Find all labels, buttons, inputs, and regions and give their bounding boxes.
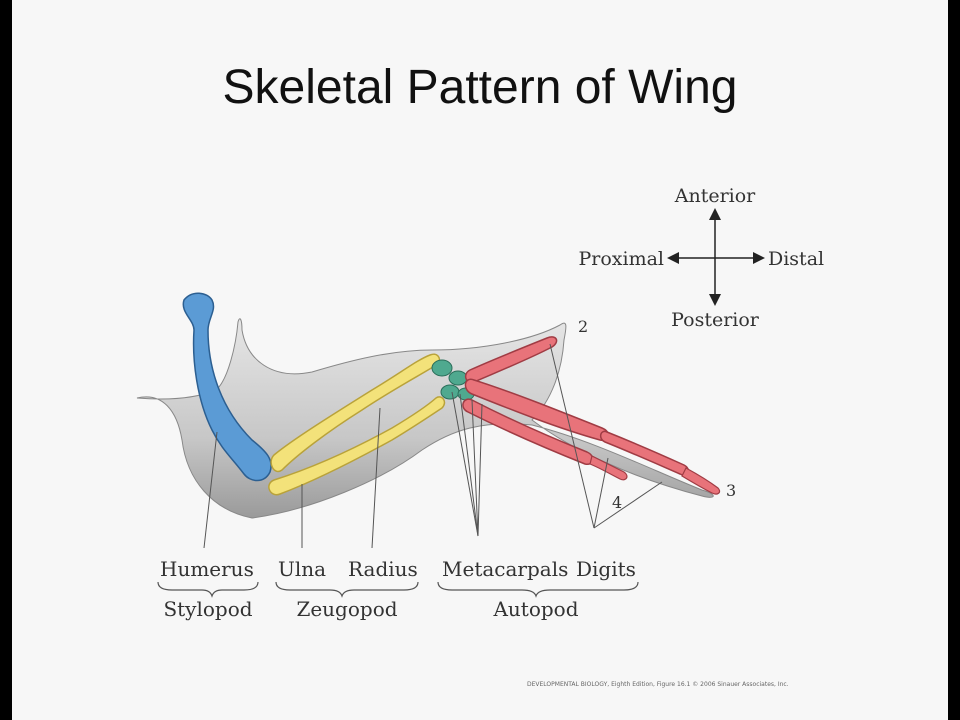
slide: Skeletal Pattern of Wing (12, 0, 948, 720)
humerus-bone (182, 292, 272, 482)
orientation-compass (667, 208, 765, 306)
digit-4-number: 4 (612, 493, 622, 512)
figure-credit: DEVELOPMENTAL BIOLOGY, Eighth Edition, F… (527, 681, 789, 688)
humerus-label: Humerus (160, 557, 254, 581)
zeugopod-label: Zeugopod (296, 597, 397, 621)
digits-label: Digits (576, 557, 636, 581)
metacarpal-4-bone (462, 398, 594, 465)
metacarpals-label: Metacarpals (442, 557, 568, 581)
digit-2-number: 2 (578, 317, 588, 336)
wing-diagram: Anterior Posterior Proximal Distal 2 3 4… (136, 185, 824, 688)
region-braces (157, 581, 639, 598)
metacarpal-3-bone (464, 378, 610, 441)
ulna-label: Ulna (278, 557, 326, 581)
distal-label: Distal (768, 248, 824, 270)
radius-bone (268, 396, 446, 496)
radius-label: Radius (348, 557, 418, 581)
leader-lines (203, 343, 663, 549)
stylopod-label: Stylopod (163, 597, 252, 621)
digit-3-tip (681, 467, 721, 495)
slide-title: Skeletal Pattern of Wing (222, 61, 738, 114)
posterior-label: Posterior (671, 309, 760, 331)
anterior-label: Anterior (674, 185, 756, 207)
proximal-label: Proximal (578, 248, 664, 270)
digit-3-number: 3 (726, 481, 736, 500)
carpal-bones (431, 359, 475, 401)
autopod-label: Autopod (492, 597, 578, 621)
digit-3-bone (599, 430, 690, 476)
digit-4-bone (589, 455, 628, 481)
